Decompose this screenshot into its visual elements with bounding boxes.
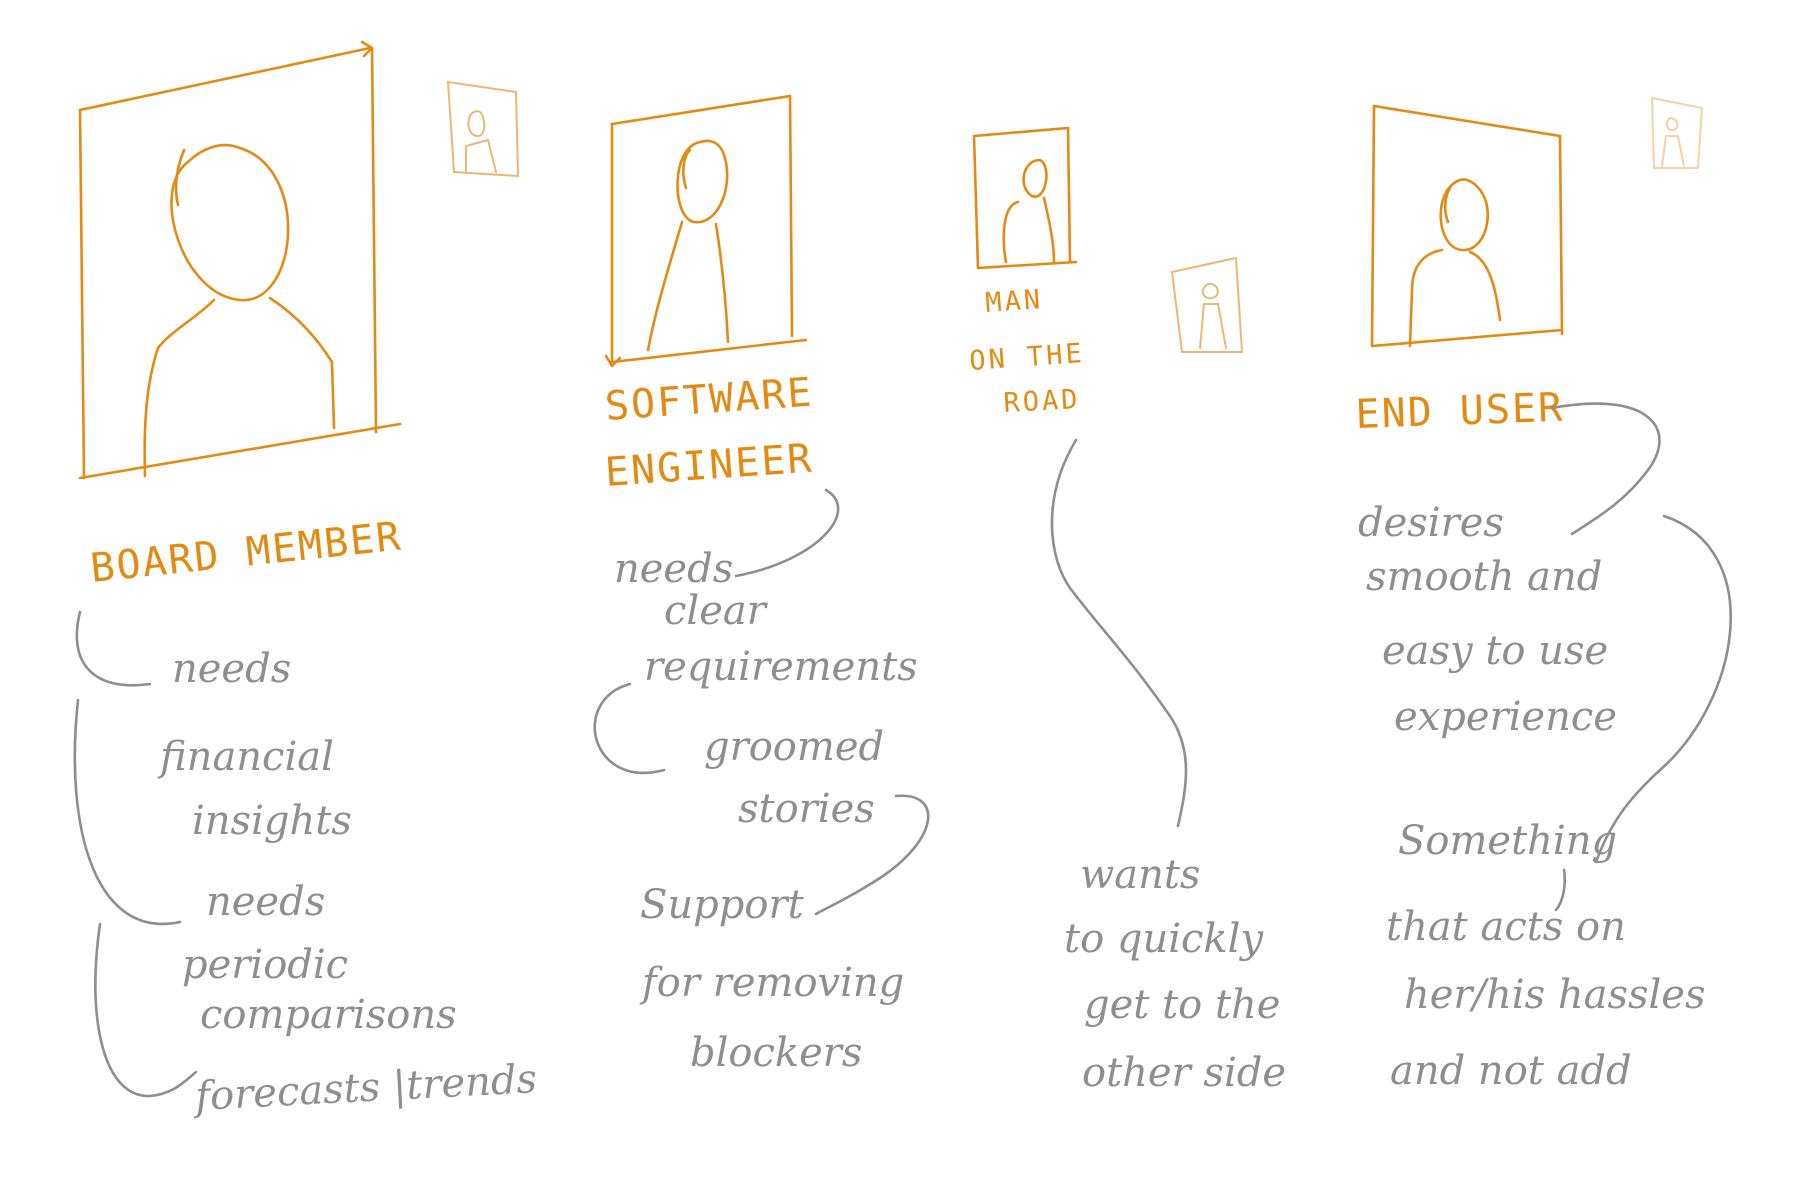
software-engineer-note: for removing [639, 960, 904, 1006]
board-member-note: forecasts |trends [191, 1056, 538, 1120]
end-user-note: Something [1398, 818, 1617, 864]
board-member-portrait-frame [78, 40, 402, 480]
man-on-the-road-note: to quickly [1064, 916, 1264, 962]
board-member-note: financial [157, 734, 334, 780]
man-on-the-road-note: wants [1080, 852, 1200, 898]
man-on-the-road-title: MAN [984, 284, 1044, 319]
man-on-the-road-title: ROAD [1003, 384, 1082, 419]
software-engineer-note: groomed [704, 724, 884, 770]
end-user-portrait-frame [1370, 104, 1564, 348]
board-member-thumbnail-icon [446, 80, 520, 178]
man-on-the-road-note: get to the [1084, 982, 1280, 1028]
board-member-note: comparisons [200, 992, 457, 1038]
end-user-title: END USER [1355, 385, 1565, 438]
end-user-connectors [1550, 402, 1732, 912]
board-member-note: needs [206, 879, 325, 925]
end-user-note: easy to use [1382, 628, 1608, 674]
end-user-note: desires [1358, 500, 1504, 546]
man-on-the-road-thumbnail-icon [1170, 256, 1244, 353]
software-engineer-note: requirements [644, 644, 918, 690]
end-user-note: experience [1394, 694, 1617, 740]
software-engineer-title: ENGINEER [603, 436, 814, 496]
man-on-the-road-portrait-frame [972, 126, 1078, 270]
software-engineer-note: needs [614, 546, 733, 592]
board-member-note: periodic [182, 942, 348, 988]
board-member-braces [73, 610, 198, 1098]
software-engineer-note: clear [664, 588, 769, 634]
board-member-note: insights [192, 798, 352, 844]
software-engineer-note: blockers [690, 1030, 862, 1076]
board-member-note: needs [172, 646, 291, 692]
man-on-the-road-title: ON THE [968, 338, 1085, 377]
board-member-title: BOARD MEMBER [88, 513, 404, 591]
software-engineer-note: stories [738, 786, 875, 832]
software-engineer-note: Support [640, 882, 805, 928]
end-user-note: smooth and [1366, 554, 1602, 600]
man-on-the-road-connector [1050, 438, 1188, 828]
software-engineer-portrait-frame [604, 94, 808, 368]
man-on-the-road-note: other side [1082, 1050, 1286, 1096]
end-user-note: and not add [1390, 1048, 1632, 1094]
software-engineer-connectors [593, 488, 930, 916]
end-user-thumbnail-icon [1650, 96, 1704, 169]
end-user-note: that acts on [1386, 904, 1626, 950]
software-engineer-title: SOFTWARE [603, 370, 814, 430]
end-user-note: her/his hassles [1404, 972, 1705, 1018]
